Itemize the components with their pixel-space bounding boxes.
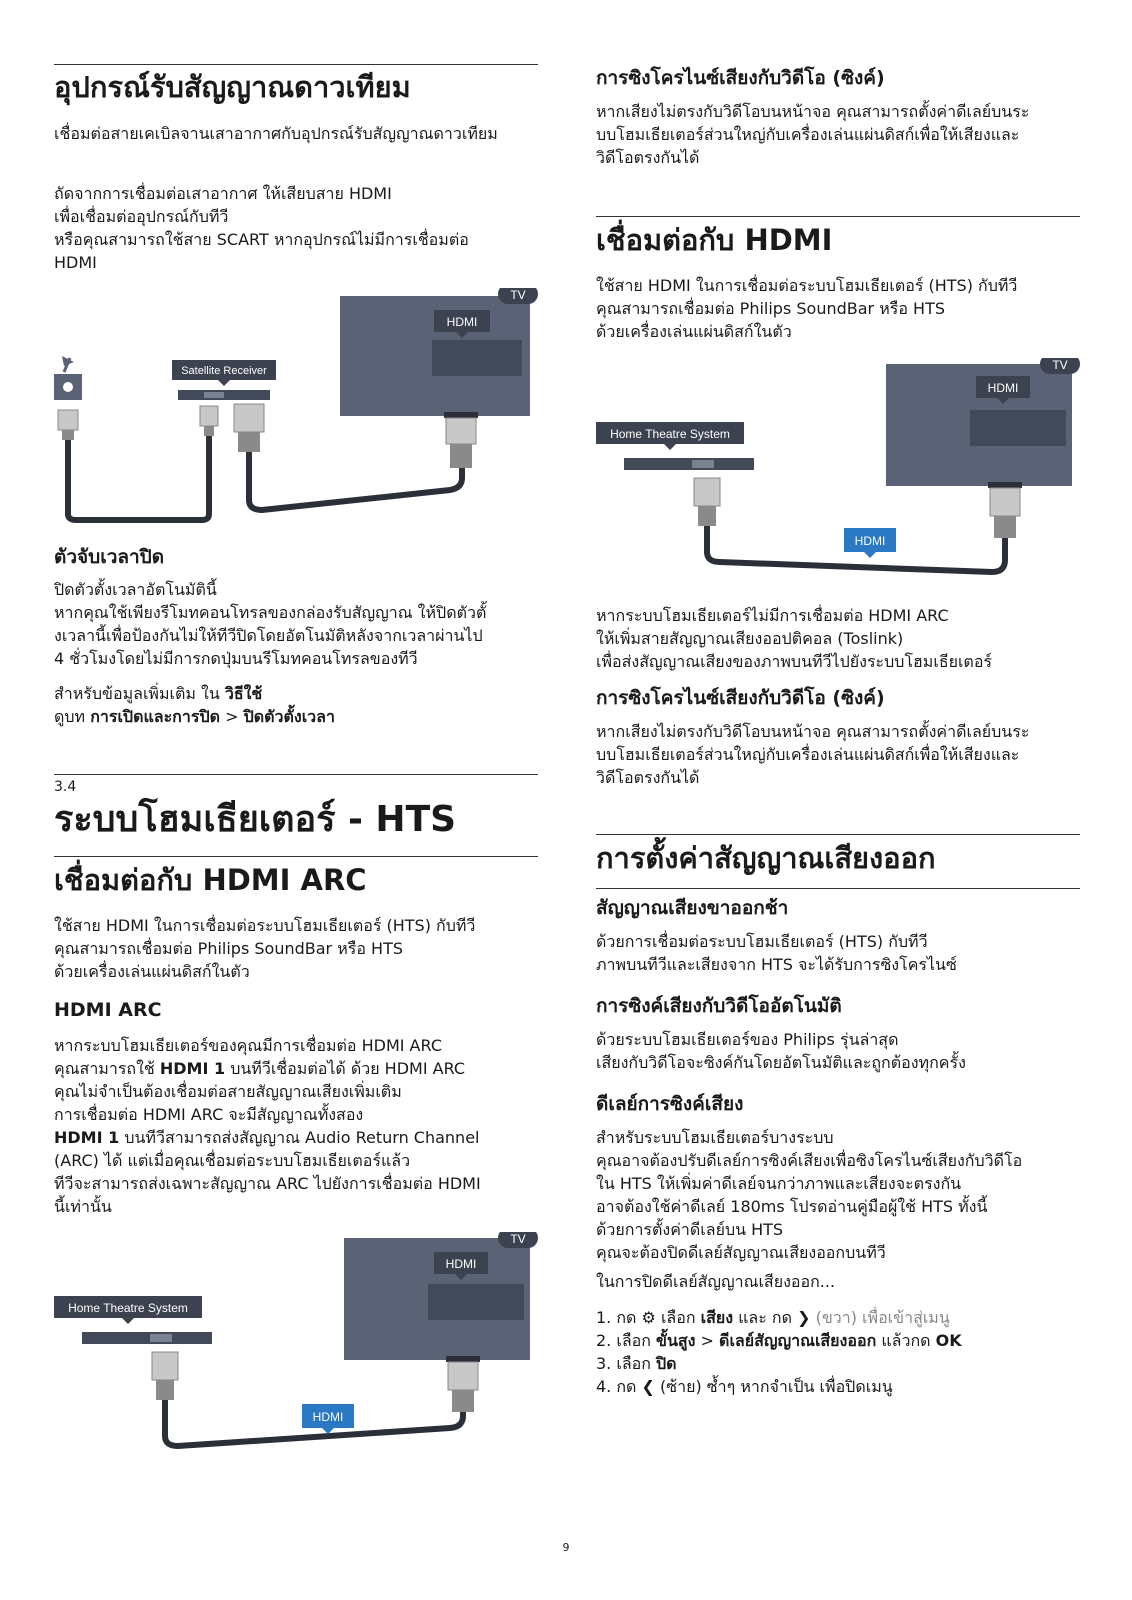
home-theatre-box: [82, 1332, 212, 1344]
audio-delay-heading: สัญญาณเสียงขาออกช้า: [596, 897, 789, 919]
chevron-left-icon: ❮: [641, 1377, 655, 1396]
device-label: Home Theatre System: [68, 1301, 188, 1315]
page-number: 9: [562, 1541, 570, 1554]
cable-badge: [844, 528, 896, 552]
sync-text-2: หากเสียงไม่ตรงกับวิดีโอบนหน้าจอ คุณสามาร…: [596, 722, 1030, 787]
arc-intro: ใช้สาย HDMI ในการเชื่อมต่อระบบโฮมเธียเตอ…: [54, 916, 476, 981]
section-title: ระบบโฮมเธียเตอร์ - HTS: [54, 799, 457, 840]
hdmi-port-label: HDMI: [988, 381, 1019, 395]
cable-badge-label: HDMI: [313, 1410, 344, 1424]
tv-badge-label: TV: [1052, 358, 1067, 372]
hdmi-port-label: HDMI: [447, 315, 478, 329]
hdmi-cable: [162, 1400, 466, 1450]
hdmi-arc-connection-diagram: TV HDMI Home Theatre System HDMI: [54, 1232, 538, 1450]
tv-badge-label: TV: [510, 288, 525, 302]
antenna-cable: [65, 436, 212, 523]
help-link[interactable]: วิธีใช้: [224, 684, 263, 703]
section-number: 3.4: [54, 779, 77, 795]
satellite-heading: อุปกรณ์รับสัญญาณดาวเทียม: [54, 70, 411, 104]
divider: [54, 856, 538, 857]
cable-badge-label: HDMI: [855, 534, 886, 548]
divider: [596, 834, 1080, 835]
tv-badge: [498, 1232, 538, 1248]
audio-delay-text: ด้วยการเชื่อมต่อระบบโฮมเธียเตอร์ (HTS) ก…: [596, 932, 957, 974]
gear-icon: ⚙: [641, 1308, 656, 1327]
arc-body: หากระบบโฮมเธียเตอร์ของคุณมีการเชื่อมต่อ …: [54, 1036, 481, 1216]
timer-more-info: สำหรับข้อมูลเพิ่มเติม ใน วิธีใช้ ดูบท กา…: [54, 684, 335, 726]
sync-delay-text: สำหรับระบบโฮมเธียเตอร์บางระบบ คุณอาจต้อง…: [596, 1128, 1023, 1262]
divider: [54, 64, 538, 65]
arc-subheading: HDMI ARC: [54, 999, 162, 1021]
device-label-bg: [54, 1296, 202, 1318]
steps-list: 1. กด ⚙ เลือก เสียง และ กด ❯ (ขวา) เพื่อ…: [596, 1306, 1080, 1398]
device-label-bg: [596, 422, 744, 444]
hdmi-heading: เชื่อมต่อกับ HDMI: [596, 223, 833, 257]
tv-badge: [1040, 358, 1080, 374]
hdmi-toslink-text: หากระบบโฮมเธียเตอร์ไม่มีการเชื่อมต่อ HDM…: [596, 606, 993, 671]
timer-heading: ตัวจับเวลาปิด: [54, 546, 165, 568]
hdmi-connection-diagram: TV HDMI Home Theatre System HDMI: [596, 358, 1080, 576]
timer-text: ปิดตัวตั้งเวลาอัตโนมัตินี้ หากคุณใช้เพีย…: [54, 580, 487, 668]
satellite-connection-diagram: TV HDMI Satellite Receiver: [54, 288, 538, 523]
hdmi-port-label-bg: [434, 310, 490, 332]
divider: [596, 888, 1080, 889]
chevron-right-icon: ❯: [797, 1308, 811, 1327]
hdmi-port-label-bg: [434, 1252, 488, 1274]
tv-badge-label: TV: [510, 1232, 525, 1246]
arc-heading: เชื่อมต่อกับ HDMI ARC: [54, 863, 367, 897]
hdmi-port-label: HDMI: [446, 1257, 477, 1271]
off-timer-link[interactable]: ปิดตัวตั้งเวลา: [243, 707, 335, 726]
hdmi-cable: [246, 452, 465, 514]
step-1: 1. กด ⚙ เลือก เสียง และ กด ❯ (ขวา) เพื่อ…: [596, 1308, 950, 1327]
satellite-instructions: ถัดจากการเชื่อมต่อเสาอากาศ ให้เสียบสาย H…: [54, 184, 469, 272]
device-label: Home Theatre System: [610, 427, 730, 441]
auto-sync-text: ด้วยระบบโฮมเธียเตอร์ของ Philips รุ่นล่าส…: [596, 1030, 966, 1072]
step-3: 3. เลือก ปิด: [596, 1354, 677, 1373]
divider: [596, 216, 1080, 217]
satellite-para: เชื่อมต่อสายเคเบิลจานเสาอากาศกับอุปกรณ์ร…: [54, 124, 498, 143]
hdmi-port-label-bg: [976, 376, 1030, 398]
device-label-bg: [172, 360, 276, 380]
hdmi-cable: [704, 526, 1008, 576]
divider: [54, 774, 538, 775]
step-2: 2. เลือก ขั้นสูง > ดีเลย์สัญญาณเสียงออก …: [596, 1331, 962, 1350]
hdmi-intro: ใช้สาย HDMI ในการเชื่อมต่อระบบโฮมเธียเตอ…: [596, 276, 1018, 341]
sync-text: หากเสียงไม่ตรงกับวิดีโอบนหน้าจอ คุณสามาร…: [596, 102, 1030, 167]
on-off-link[interactable]: การเปิดและการปิด: [90, 707, 220, 726]
audio-out-heading: การตั้งค่าสัญญาณเสียงออก: [596, 841, 936, 875]
sync-heading: การซิงโครไนซ์เสียงกับวิดีโอ (ซิงค์): [596, 67, 885, 89]
step-4: 4. กด ❮ (ซ้าย) ซ้ำๆ หากจำเป็น เพื่อปิดเม…: [596, 1377, 893, 1396]
cable-badge: [302, 1404, 354, 1428]
tv-badge: [498, 288, 538, 304]
sync-delay-heading: ดีเลย์การซิงค์เสียง: [596, 1093, 744, 1115]
auto-sync-heading: การซิงค์เสียงกับวิดีโออัตโนมัติ: [596, 995, 842, 1017]
how-to-text: ในการปิดดีเลย์สัญญาณเสียงออก...: [596, 1272, 836, 1291]
sync-heading-2: การซิงโครไนซ์เสียงกับวิดีโอ (ซิงค์): [596, 687, 885, 709]
home-theatre-box: [624, 458, 754, 470]
device-label: Satellite Receiver: [181, 365, 267, 377]
